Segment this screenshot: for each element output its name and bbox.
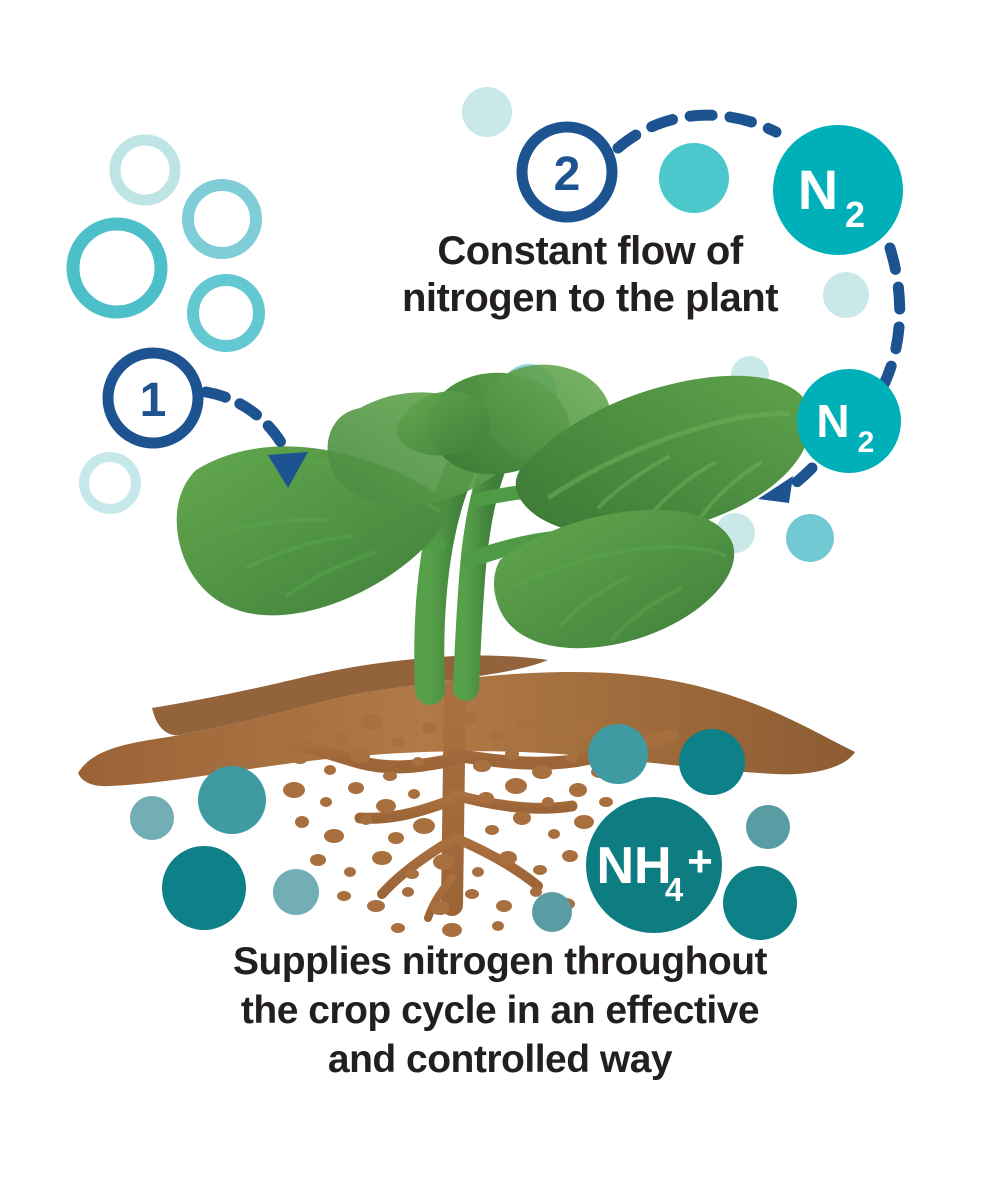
bubble-icon <box>162 846 246 930</box>
bubble-icon <box>823 272 869 318</box>
ring-icon <box>187 274 265 352</box>
bubble-icon <box>659 143 729 213</box>
ring-icon <box>66 217 168 319</box>
flow-arrow-step1 <box>200 386 308 488</box>
molecule-n2-small-subscript: 2 <box>858 426 875 459</box>
arrowhead-icon <box>268 452 308 488</box>
flow-arrow-to-plant <box>758 462 818 503</box>
soil-ridge-left <box>152 655 548 736</box>
molecule-nh4-plus[interactable]: NH 4 + <box>586 797 722 933</box>
molecule-nh4-subscript: 4 <box>665 871 684 908</box>
molecule-n2-small[interactable]: N 2 <box>797 369 901 473</box>
leaf-shape <box>494 509 735 649</box>
soil-granule-group <box>283 711 618 937</box>
step-marker-1[interactable]: 1 <box>102 347 204 449</box>
molecule-n2-small-formula: N <box>816 395 849 447</box>
headline-text: Constant flow of nitrogen to the plant <box>401 229 779 321</box>
arrowhead-icon <box>758 476 793 503</box>
plant-leaves <box>176 364 811 649</box>
bubble-icon <box>588 724 648 784</box>
ring-icon <box>79 452 141 514</box>
molecule-n2-large-subscript: 2 <box>845 194 865 235</box>
ring-icon <box>109 134 181 206</box>
flow-arrow-step2 <box>612 109 782 154</box>
bubble-icon <box>462 87 512 137</box>
bubble-icon <box>723 866 797 940</box>
step-marker-2[interactable]: 2 <box>516 121 618 223</box>
molecule-n2-large-formula: N <box>798 158 838 221</box>
molecule-bubble <box>586 797 722 933</box>
molecule-bubble <box>797 369 901 473</box>
step-marker-2-number: 2 <box>554 148 581 201</box>
molecule-n2-large[interactable]: N 2 <box>773 125 903 255</box>
soil-surface <box>78 655 855 787</box>
caption-text: Supplies nitrogen throughout the crop cy… <box>232 940 768 1081</box>
bubble-icon <box>532 892 572 932</box>
leaf-shape <box>396 391 490 456</box>
bubble-icon <box>198 766 266 834</box>
decorative-ring-group <box>66 134 265 514</box>
bubble-icon <box>679 729 745 795</box>
bubble-icon <box>746 805 790 849</box>
bubble-icon <box>130 796 174 840</box>
flow-arrow-nitrogen-descent <box>874 242 906 398</box>
bubble-icon <box>786 514 834 562</box>
bubble-icon <box>273 869 319 915</box>
molecule-bubble <box>773 125 903 255</box>
molecule-nh4-formula: NH <box>596 837 671 895</box>
step-marker-1-number: 1 <box>140 374 167 427</box>
molecule-nh4-charge: + <box>687 837 713 886</box>
soil-band-lower <box>78 672 855 787</box>
ring-icon <box>182 179 262 259</box>
soil-bubble-group <box>130 724 797 940</box>
